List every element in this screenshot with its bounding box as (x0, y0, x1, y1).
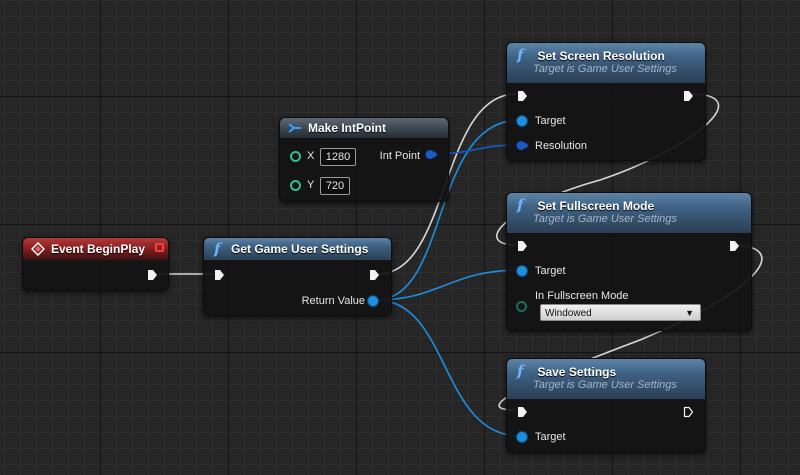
set-screen-resolution-header[interactable]: f Set Screen Resolution Target is Game U… (507, 43, 705, 83)
make-intpoint-title: Make IntPoint (308, 121, 387, 135)
int-point-output-pin[interactable] (425, 149, 438, 160)
target-label: Target (535, 431, 566, 443)
fullscreen-mode-dropdown[interactable]: Windowed ▼ (540, 304, 701, 321)
function-icon: f (517, 46, 524, 64)
resolution-label: Resolution (535, 140, 587, 152)
y-input-pin[interactable] (290, 180, 301, 191)
set-screen-resolution-title: Set Screen Resolution (537, 49, 665, 63)
x-label: X (307, 150, 315, 162)
event-diamond-icon (31, 242, 45, 256)
target-input-pin[interactable] (517, 266, 527, 276)
set-fullscreen-mode-header[interactable]: f Set Fullscreen Mode Target is Game Use… (507, 193, 751, 233)
target-input-pin[interactable] (517, 432, 527, 442)
make-intpoint-header[interactable]: Make IntPoint (280, 118, 448, 138)
target-input-pin[interactable] (517, 116, 527, 126)
x-value-field[interactable]: 1280 (320, 148, 356, 166)
chevron-down-icon: ▼ (685, 308, 694, 318)
delegate-pin-icon[interactable] (155, 243, 164, 252)
object-wire-to-save-target (375, 299, 521, 437)
exec-out-pin-unconnected[interactable] (683, 406, 694, 418)
save-settings-node[interactable]: f Save Settings Target is Game User Sett… (506, 358, 706, 453)
fullscreen-mode-value: Windowed (545, 308, 592, 319)
get-game-user-settings-node[interactable]: f Get Game User Settings Return Value (203, 237, 392, 316)
int-point-output-label: Int Point (379, 150, 420, 162)
event-beginplay-node[interactable]: Event BeginPlay (22, 237, 169, 291)
target-label: Target (535, 265, 566, 277)
function-icon: f (517, 196, 524, 214)
get-game-user-settings-header[interactable]: f Get Game User Settings (204, 238, 391, 260)
set-screen-resolution-node[interactable]: f Set Screen Resolution Target is Game U… (506, 42, 706, 161)
exec-in-pin[interactable] (517, 240, 528, 252)
resolution-input-pin[interactable] (516, 140, 529, 151)
exec-out-pin[interactable] (729, 240, 740, 252)
exec-in-pin[interactable] (517, 90, 528, 102)
exec-in-pin[interactable] (517, 406, 528, 418)
return-value-pin[interactable] (368, 296, 378, 306)
y-value-field[interactable]: 720 (320, 177, 350, 195)
set-screen-resolution-subtitle: Target is Game User Settings (533, 63, 677, 75)
save-settings-title: Save Settings (537, 365, 617, 379)
exec-out-pin[interactable] (369, 269, 380, 281)
function-icon: f (214, 240, 221, 258)
y-label: Y (307, 179, 315, 191)
object-wire-to-fullscreen-target (375, 269, 521, 301)
save-settings-header[interactable]: f Save Settings Target is Game User Sett… (507, 359, 705, 399)
target-label: Target (535, 115, 566, 127)
x-input-pin[interactable] (290, 151, 301, 162)
event-beginplay-title: Event BeginPlay (51, 242, 146, 256)
make-intpoint-node[interactable]: Make IntPoint X 1280 Int Point Y 720 (279, 117, 449, 202)
set-fullscreen-mode-node[interactable]: f Set Fullscreen Mode Target is Game Use… (506, 192, 752, 331)
function-icon: f (517, 362, 524, 380)
return-value-label: Return Value (301, 295, 365, 307)
set-fullscreen-mode-subtitle: Target is Game User Settings (533, 213, 677, 225)
set-fullscreen-mode-title: Set Fullscreen Mode (537, 199, 655, 213)
save-settings-subtitle: Target is Game User Settings (533, 379, 677, 391)
fullscreen-mode-label: In Fullscreen Mode (535, 290, 629, 302)
get-game-user-settings-title: Get Game User Settings (231, 242, 369, 256)
exec-out-pin[interactable] (683, 90, 694, 102)
exec-out-pin[interactable] (147, 269, 158, 281)
event-beginplay-header[interactable]: Event BeginPlay (23, 238, 168, 260)
exec-in-pin[interactable] (214, 269, 225, 281)
make-struct-icon (288, 123, 301, 133)
fullscreen-mode-input-pin[interactable] (516, 301, 527, 312)
